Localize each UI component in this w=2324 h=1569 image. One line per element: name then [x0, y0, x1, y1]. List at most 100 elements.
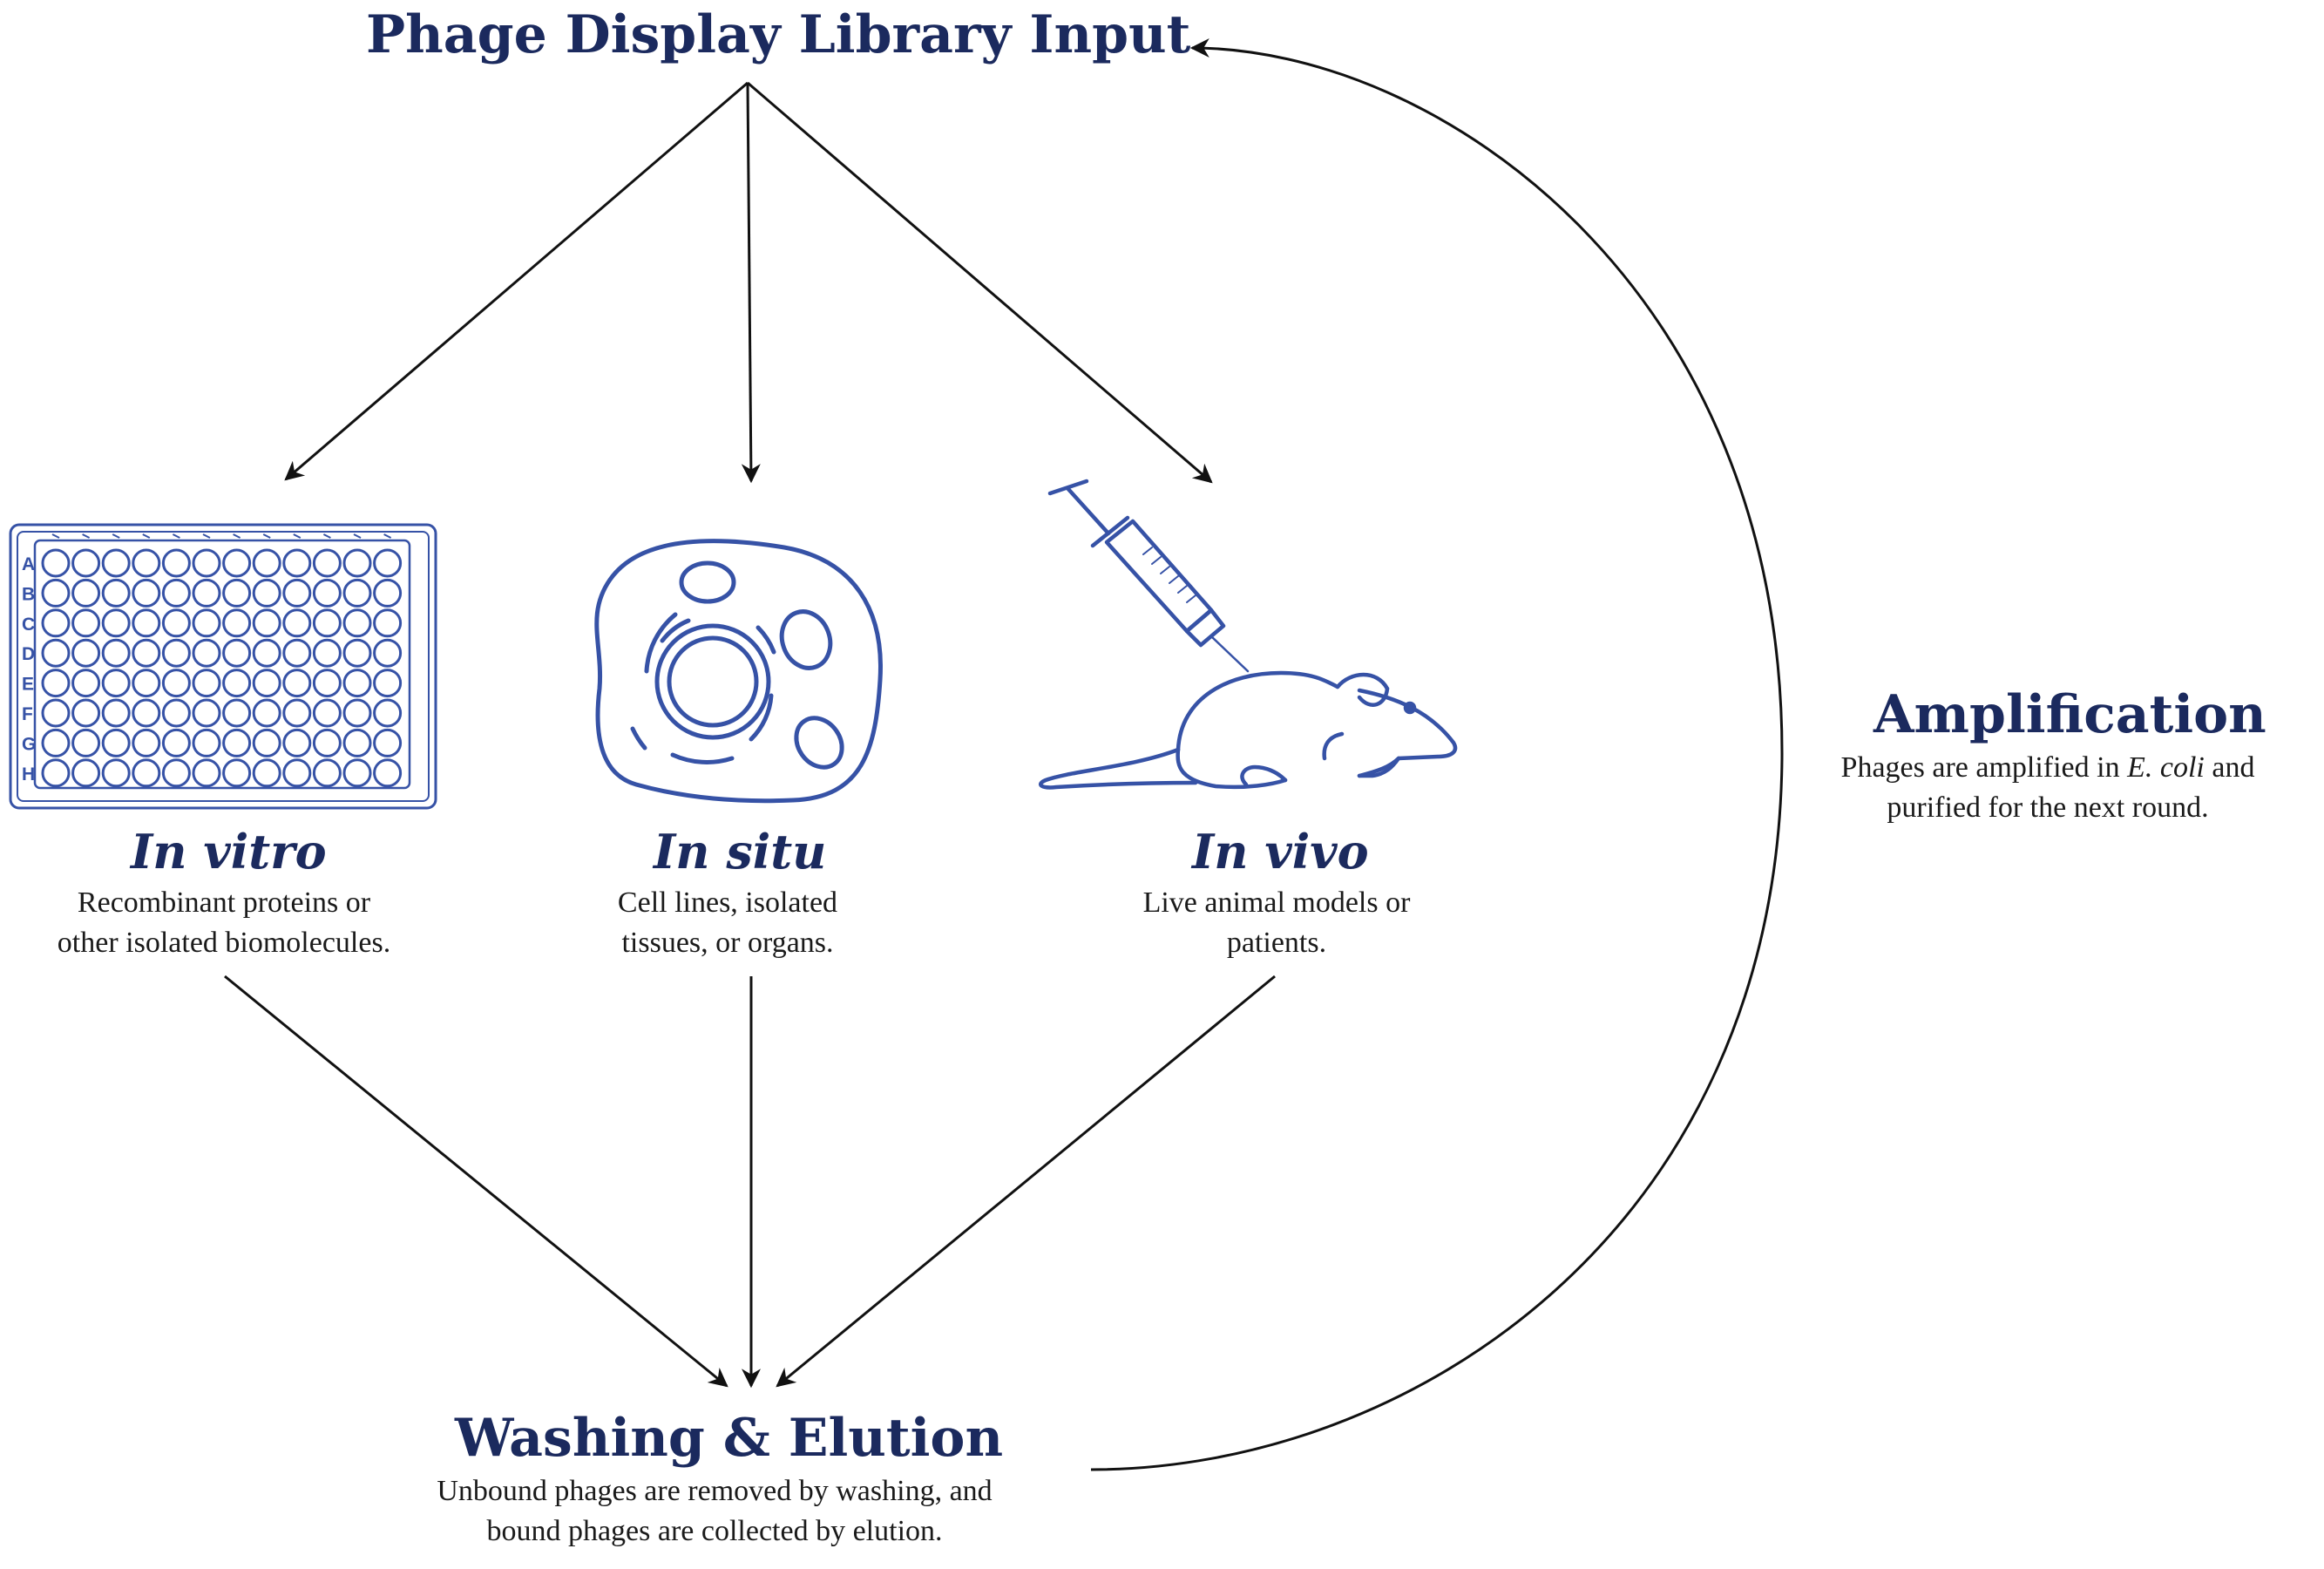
plate-well	[101, 638, 131, 668]
plate-well	[192, 758, 221, 788]
plate-well	[132, 638, 161, 668]
plate-well	[71, 758, 101, 788]
plate-well	[222, 758, 252, 788]
plate-well	[41, 698, 71, 728]
plate-well	[101, 578, 131, 608]
washing-desc-line1: Unbound phages are removed by washing, a…	[437, 1475, 993, 1507]
in-vitro-desc-line2: other isolated biomolecules.	[57, 927, 391, 959]
plate-well	[282, 548, 312, 578]
plate-column-tick	[383, 533, 392, 539]
plate-well	[312, 758, 342, 788]
in-situ-desc-line2: tissues, or organs.	[621, 927, 834, 959]
plate-well	[101, 728, 131, 757]
plate-well	[161, 638, 191, 668]
arrow-input-to-in-vitro	[284, 81, 749, 481]
plate-column-tick	[293, 533, 302, 539]
plate-row-label: H	[22, 764, 35, 784]
plate-well	[373, 698, 403, 728]
plate-well	[222, 728, 252, 757]
amplification-title: Amplification	[1873, 684, 2266, 745]
plate-row-label: F	[22, 704, 33, 724]
plate-well	[342, 608, 372, 638]
plate-column-tick	[112, 533, 120, 539]
plate-well	[312, 548, 342, 578]
plate-well	[71, 728, 101, 757]
plate-well	[373, 578, 403, 608]
e-coli-text: E. coli	[2127, 751, 2205, 784]
plate-column-tick	[82, 533, 91, 539]
in-situ-description: Cell lines, isolated tissues, or organs.	[540, 883, 915, 963]
plate-well	[71, 548, 101, 578]
plate-well	[373, 548, 403, 578]
plate-column-tick	[262, 533, 271, 539]
plate-well	[41, 758, 71, 788]
in-vitro-label: In vitro	[131, 824, 327, 880]
plate-well	[71, 578, 101, 608]
in-vivo-label: In vivo	[1192, 824, 1369, 880]
plate-well	[252, 608, 281, 638]
plate-well	[132, 728, 161, 757]
plate-column-tick	[353, 533, 362, 539]
plate-well	[282, 578, 312, 608]
plate-well	[222, 638, 252, 668]
plate-well	[132, 578, 161, 608]
in-vivo-desc-line2: patients.	[1226, 927, 1327, 959]
plate-well	[41, 669, 71, 698]
plate-well	[132, 698, 161, 728]
arrow-input-to-in-situ	[741, 82, 761, 484]
plate-row-label: C	[22, 615, 35, 635]
in-vivo-description: Live animal models or patients.	[1089, 883, 1464, 963]
plate-well	[101, 608, 131, 638]
plate-well	[342, 578, 372, 608]
plate-well	[132, 548, 161, 578]
amplification-desc-line1: Phages are amplified in E. coli and	[1840, 751, 2255, 784]
plate-row-label: B	[22, 584, 35, 604]
plate-well	[282, 758, 312, 788]
plate-well	[192, 608, 221, 638]
in-vivo-desc-line1: Live animal models or	[1142, 886, 1411, 919]
plate-well	[161, 669, 191, 698]
plate-row-label: A	[22, 554, 35, 574]
amplification-desc-line2: purified for the next round.	[1887, 791, 2209, 824]
plate-well	[252, 638, 281, 668]
syringe-mouse-icon	[1039, 479, 1458, 790]
plate-well	[222, 548, 252, 578]
plate-row-label: D	[22, 644, 35, 664]
washing-elution-title: Washing & Elution	[455, 1408, 1004, 1469]
plate-well	[373, 669, 403, 698]
plate-well	[342, 698, 372, 728]
plate-column-tick	[51, 533, 60, 539]
washing-desc-line2: bound phages are collected by elution.	[486, 1515, 943, 1547]
plate-well	[192, 578, 221, 608]
arrow-in-vivo-to-washing	[776, 975, 1276, 1388]
plate-well	[252, 578, 281, 608]
library-input-title: Phage Display Library Input	[366, 4, 1191, 65]
plate-well	[342, 638, 372, 668]
plate-column-tick	[322, 533, 331, 539]
plate-well	[101, 698, 131, 728]
plate-well	[41, 608, 71, 638]
plate-column-tick	[172, 533, 180, 539]
arrow-input-to-in-vivo	[747, 81, 1213, 484]
plate-well	[101, 669, 131, 698]
in-situ-desc-line1: Cell lines, isolated	[617, 886, 838, 919]
plate-well	[101, 758, 131, 788]
plate-row-label: G	[22, 734, 36, 754]
plate-row-label: E	[22, 675, 34, 695]
plate-well	[282, 698, 312, 728]
plate-well	[161, 728, 191, 757]
plate-well	[252, 698, 281, 728]
plate-well	[71, 638, 101, 668]
plate-well	[252, 548, 281, 578]
plate-well	[282, 608, 312, 638]
plate-well	[342, 758, 372, 788]
plate-well	[222, 698, 252, 728]
plate-column-tick	[233, 533, 241, 539]
plate-well	[41, 638, 71, 668]
plate-well	[312, 638, 342, 668]
plate-well	[312, 608, 342, 638]
plate-well	[373, 608, 403, 638]
plate-well	[282, 638, 312, 668]
in-situ-label: In situ	[654, 824, 827, 880]
